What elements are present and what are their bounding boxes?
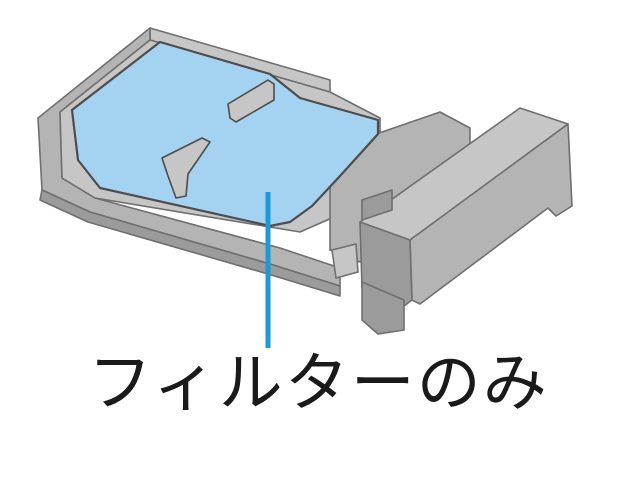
tray-front-base [39,189,341,297]
filter-only-caption: フィルターのみ [88,347,549,421]
tray-end-cap-front [409,123,573,305]
filter-mesh [70,40,380,228]
tray-leg [361,281,405,335]
filter-sheet [70,40,380,228]
filter-rib-front [161,137,211,199]
tray-end-cap-side [359,221,413,307]
tray-slot [361,189,393,221]
filter-rib-rear [227,79,275,123]
tray-bracket [331,243,359,279]
